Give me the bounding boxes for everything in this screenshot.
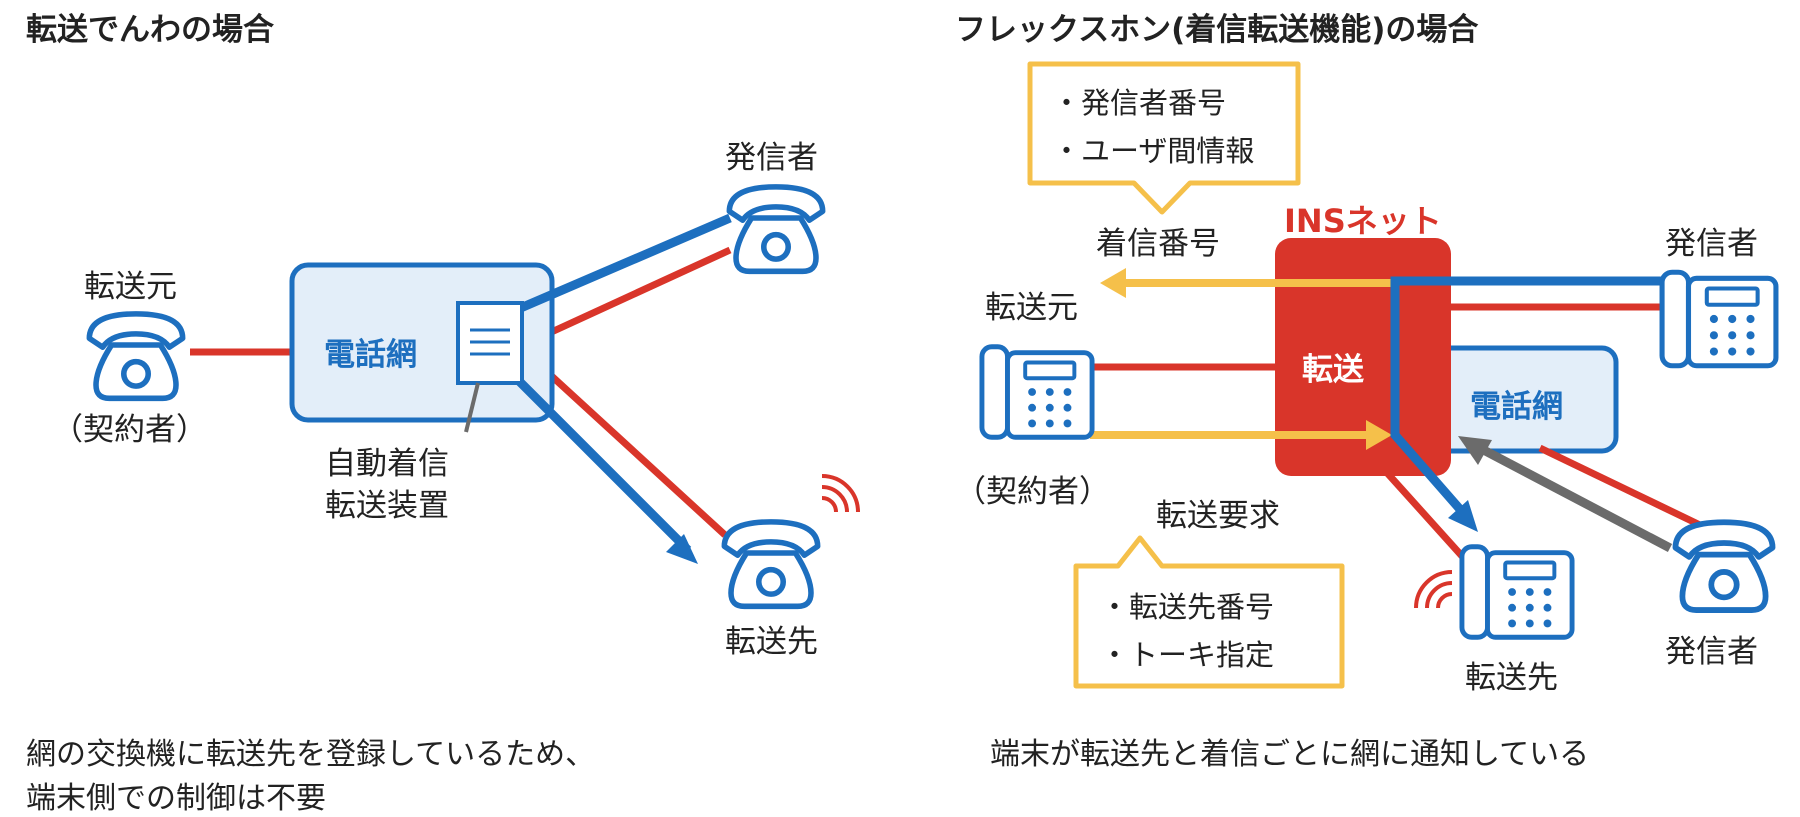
right-destination-label: 転送先 [1465,660,1558,696]
left-caller-phone-icon [729,187,822,271]
right-destination-phone-icon [1462,547,1572,637]
left-source-phone-icon [89,314,182,398]
left-network-label: 電話網 [324,337,417,373]
right-blue-route [1390,276,1665,518]
right-ringing-icon [1414,570,1453,609]
device-label-line1: 自動着信 [325,446,449,482]
info-item-2: ・ユーザ間情報 [1052,134,1255,168]
bottom-caller-red-line [1538,444,1702,529]
request-label: 転送要求 [1156,498,1280,534]
left-source-label: 転送元 [84,269,177,305]
request-bubble [1073,535,1345,689]
right-source-label: 転送元 [985,290,1078,326]
left-caller-label: 発信者 [725,140,818,176]
left-destination-red-line [542,367,728,538]
incoming-number-arrowhead [1100,268,1126,298]
ins-net-label: INSネット [1284,202,1442,240]
right-blue-arrowhead [1448,500,1478,532]
left-title: 転送でんわの場合 [26,12,274,48]
left-caption-line2: 端末側での制御は不要 [26,781,326,816]
request-item-2: ・トーキ指定 [1100,638,1275,672]
incoming-number-label: 着信番号 [1096,226,1220,262]
left-caption-line1: 網の交換機に転送先を登録しているため、 [26,737,596,772]
left-caller-red-line [543,246,732,339]
right-caller-bottom-phone-icon [1675,522,1772,610]
right-source-phone-icon [982,347,1092,437]
ins-net-box [1275,238,1451,476]
right-caller-top-label: 発信者 [1665,226,1758,262]
left-contract-label: （契約者） [52,412,207,448]
left-destination-phone-icon [724,522,817,606]
left-blue-arrowhead [666,534,698,564]
right-network-label: 電話網 [1470,389,1563,425]
gray-arrowhead [1458,436,1492,465]
right-contract-label: （契約者） [955,474,1110,510]
gray-arrow [1473,442,1673,552]
right-caption: 端末が転送先と着信ごとに網に通知している [990,737,1590,772]
right-caller-bottom-label: 発信者 [1665,634,1758,670]
device-label-line2: 転送装置 [325,488,449,524]
left-ringing-icon [821,474,860,513]
request-item-1: ・転送先番号 [1100,590,1275,624]
info-item-1: ・発信者番号 [1052,86,1227,120]
right-title: フレックスホン(着信転送機能)の場合 [955,12,1479,48]
destination-red-line [1377,462,1473,568]
transfer-label: 転送 [1302,352,1364,388]
device-pointer-line [464,382,480,433]
left-destination-label: 転送先 [725,624,818,660]
transfer-request-arrowhead [1366,420,1392,450]
right-caller-top-phone-icon [1662,272,1776,366]
info-bubble [1027,61,1301,215]
